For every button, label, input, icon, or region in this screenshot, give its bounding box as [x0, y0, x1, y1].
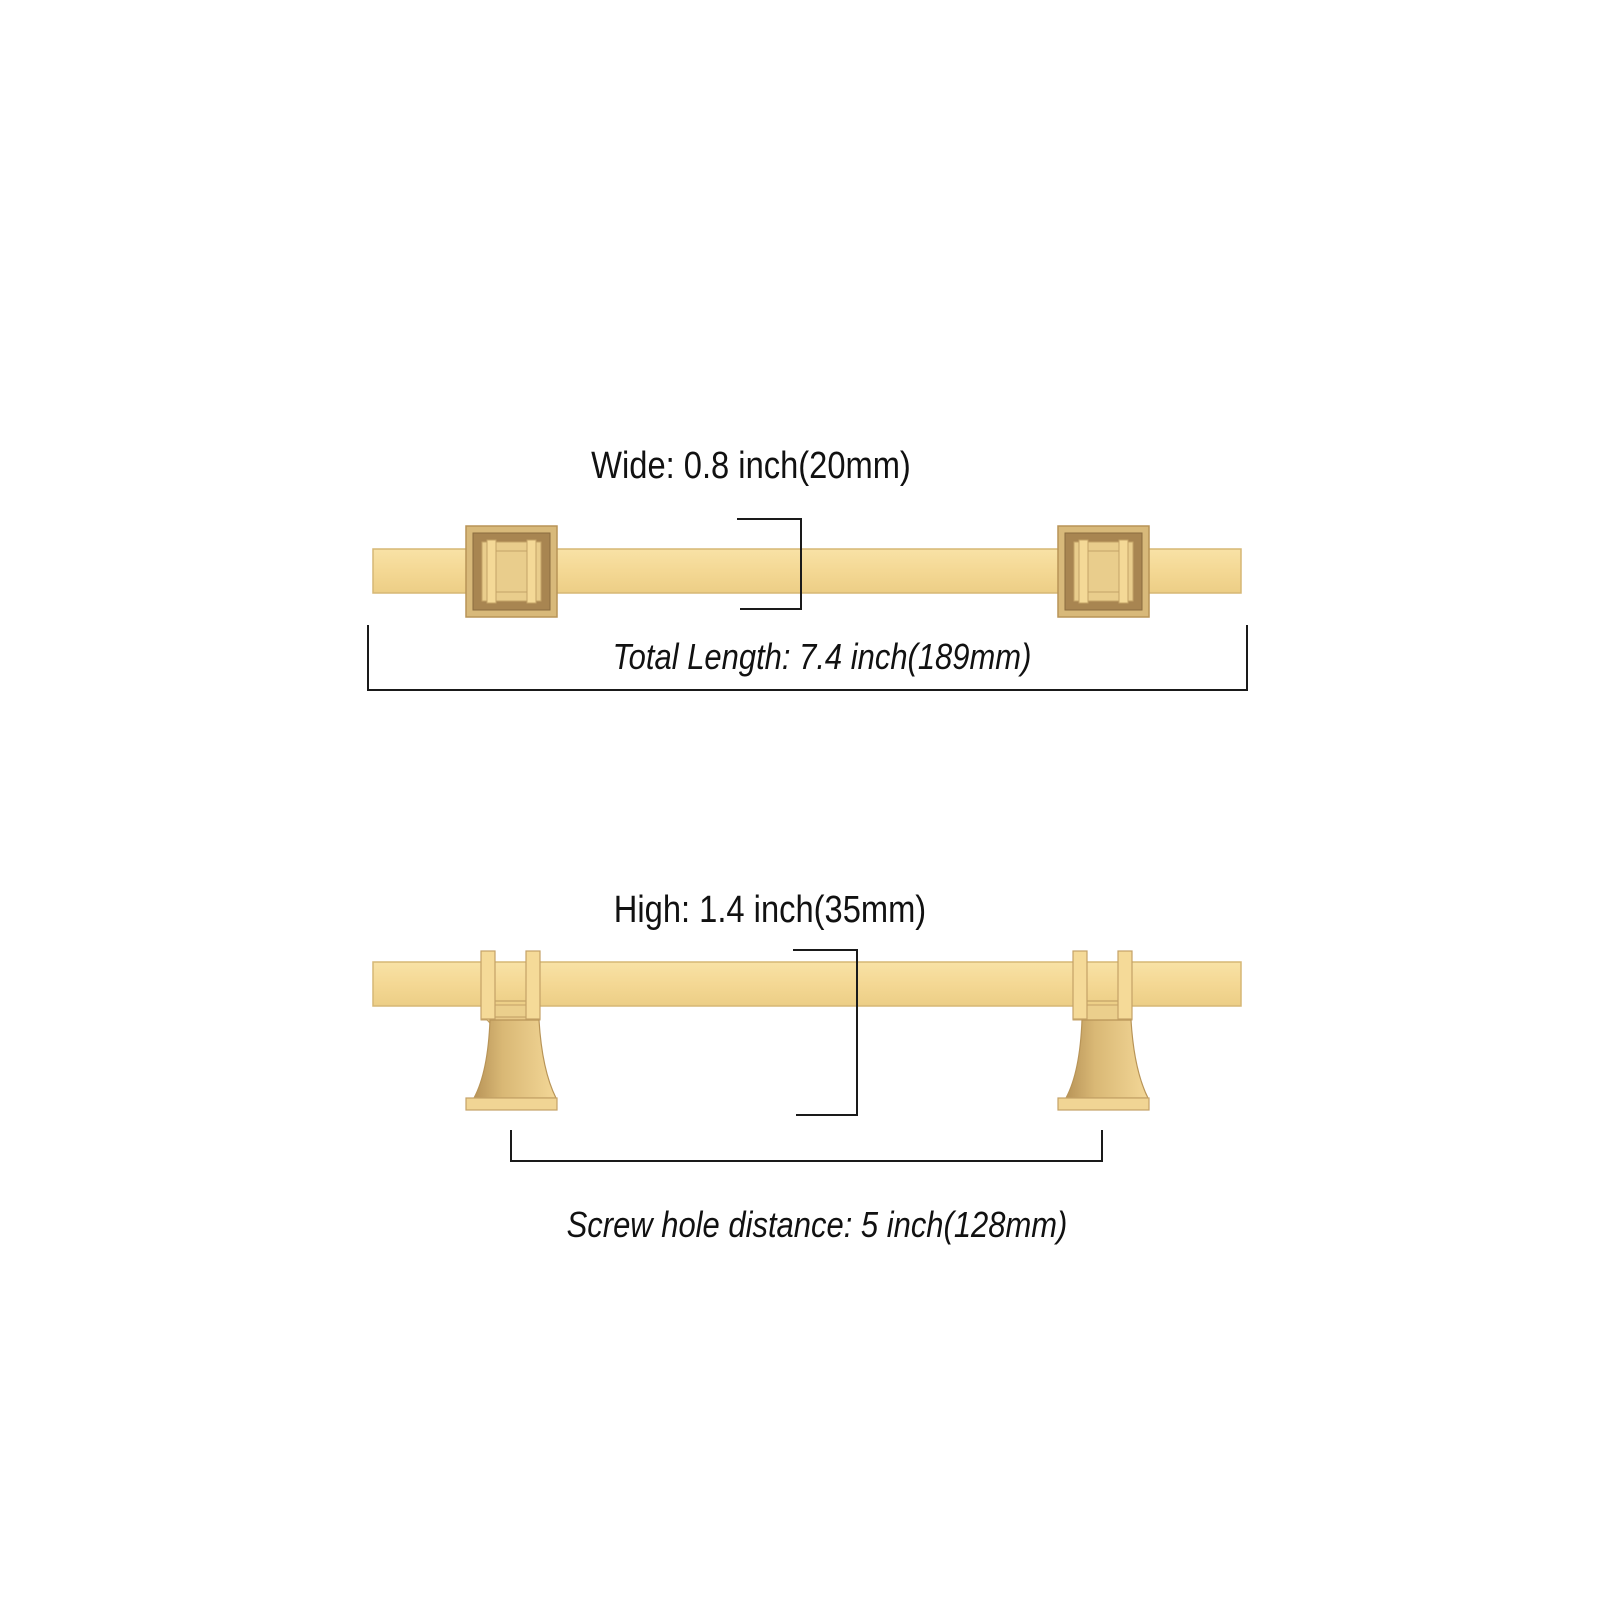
length-dimension-bracket	[367, 625, 1248, 691]
total-length-label: Total Length: 7.4 inch(189mm)	[612, 636, 1032, 677]
width-dimension-bracket	[737, 518, 802, 610]
height-dimension-bracket	[793, 949, 858, 1116]
top-view-left-mount	[465, 525, 558, 618]
side-view-bar	[372, 961, 1242, 1007]
side-view-right-post	[1057, 950, 1150, 1111]
side-view-handle	[372, 950, 1242, 1111]
height-label: High: 1.4 inch(35mm)	[613, 889, 927, 931]
top-view-handle	[372, 525, 1242, 618]
screw-distance-bracket	[510, 1130, 1103, 1162]
width-label: Wide: 0.8 inch(20mm)	[591, 445, 911, 487]
screw-hole-distance-label: Screw hole distance: 5 inch(128mm)	[566, 1204, 1068, 1245]
top-view-right-mount	[1057, 525, 1150, 618]
side-view-left-post	[465, 950, 558, 1111]
